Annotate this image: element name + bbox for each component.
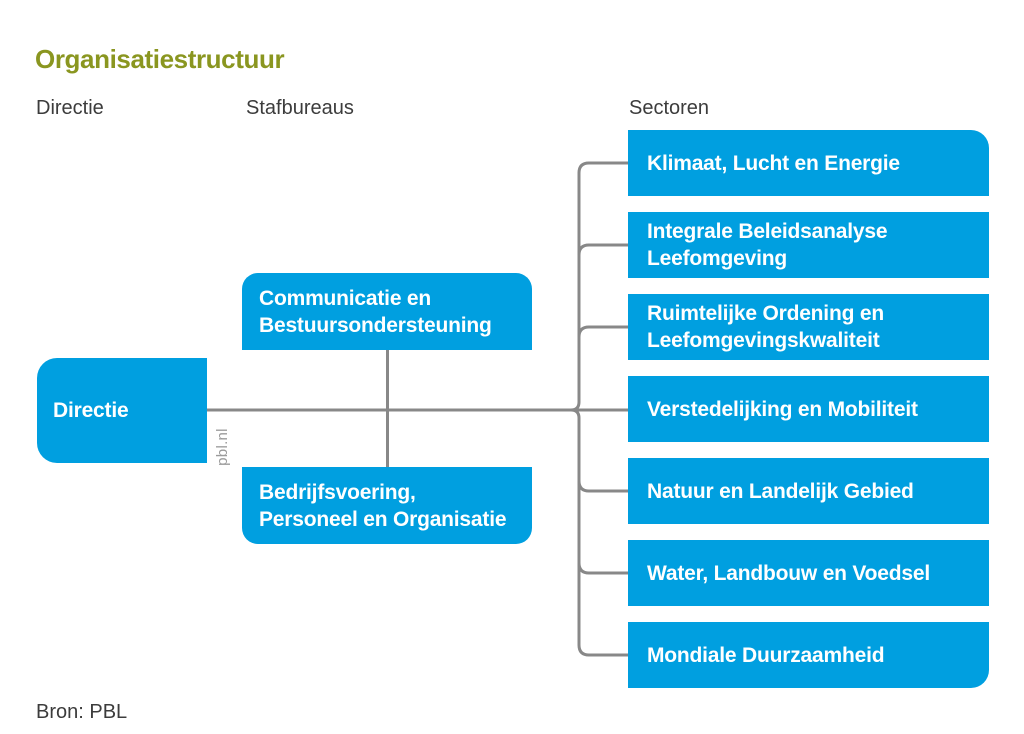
diagram-title: Organisatiestructuur (35, 44, 285, 74)
box-directie: Directie (37, 358, 207, 463)
column-header-stafbureaus: Stafbureaus (246, 97, 354, 119)
box-label: Bestuursondersteuning (259, 313, 492, 337)
box-label: Klimaat, Lucht en Energie (647, 151, 900, 175)
column-header-directie: Directie (36, 97, 104, 119)
sector-box-verstedelijking-mobiliteit: Verstedelijking en Mobiliteit (628, 376, 989, 442)
box-label: Leefomgevingskwaliteit (647, 329, 880, 352)
box-label: Leefomgeving (647, 247, 787, 270)
sector-box-natuur-landelijk-gebied: Natuur en Landelijk Gebied (628, 458, 989, 524)
box-label: Mondiale Duurzaamheid (647, 643, 885, 667)
box-label: Natuur en Landelijk Gebied (647, 479, 914, 503)
box-label: Ruimtelijke Ordening en (647, 302, 884, 325)
box-label: Water, Landbouw en Voedsel (647, 561, 931, 585)
box-communicatie-bestuursondersteuning: Communicatie en Bestuursondersteuning (242, 273, 532, 350)
box-label: Communicatie en (259, 286, 432, 310)
sector-box-integrale-beleidsanalyse-leefomgeving: Integrale Beleidsanalyse Leefomgeving (628, 212, 989, 278)
box-bedrijfsvoering-personeel-organisatie: Bedrijfsvoering, Personeel en Organisati… (242, 467, 532, 544)
sector-box-mondiale-duurzaamheid: Mondiale Duurzaamheid (628, 622, 989, 688)
sector-box-klimaat-lucht-energie: Klimaat, Lucht en Energie (628, 130, 989, 196)
sector-box-water-landbouw-voedsel: Water, Landbouw en Voedsel (628, 540, 989, 606)
box-label: Integrale Beleidsanalyse (647, 220, 888, 243)
connector-branch-6 (577, 562, 632, 575)
connector-spine-lower (566, 408, 632, 657)
connector-branch-5 (577, 480, 632, 493)
box-label: Verstedelijking en Mobiliteit (647, 397, 918, 421)
box-label: Directie (53, 399, 129, 422)
pbl-watermark: pbl.nl (214, 428, 231, 466)
connector-branch-2 (577, 243, 632, 256)
column-header-sectoren: Sectoren (629, 97, 710, 119)
connector-spine-upper (566, 161, 632, 412)
box-label: Personeel en Organisatie (259, 507, 507, 531)
connector-branch-3 (577, 325, 632, 338)
box-label: Bedrijfsvoering, (259, 480, 416, 504)
sector-box-ruimtelijke-ordening-leefomgevingskwaliteit: Ruimtelijke Ordening en Leefomgevingskwa… (628, 294, 989, 360)
source-label: Bron: PBL (36, 701, 128, 723)
